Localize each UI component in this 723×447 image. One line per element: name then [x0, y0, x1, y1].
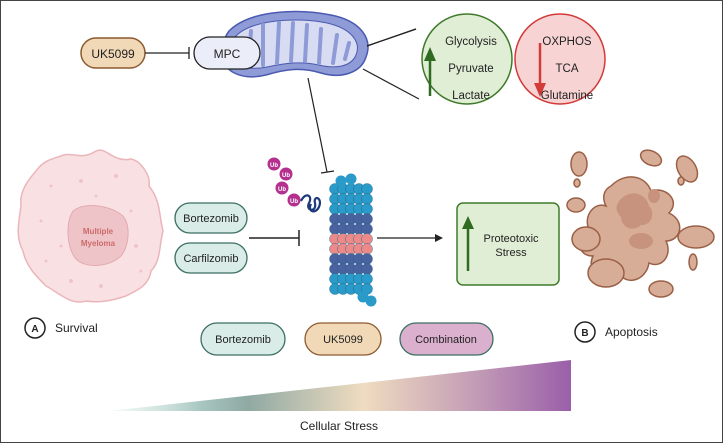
svg-text:Ub: Ub: [282, 173, 290, 179]
mitochondrion-icon: [222, 10, 369, 78]
proteasome-cap-subunit: [365, 295, 377, 307]
proteasome-cap-subunit: [335, 175, 347, 187]
cell-label: Multiple: [83, 227, 114, 236]
down-arrow-head-icon: [534, 83, 546, 97]
proteasome-subunit: [361, 193, 373, 205]
upregulated-item: Lactate: [452, 90, 490, 102]
ubiquitin-icon: Ub: [275, 181, 289, 195]
proteasome-subunit: [361, 223, 373, 235]
stress-label: Stress: [495, 247, 527, 259]
mpc-pill: MPC: [193, 36, 261, 70]
connector-line-upper-2: [366, 28, 417, 47]
ubiquitin-icon: Ub: [287, 193, 301, 207]
proteasome-subunit: [361, 273, 373, 285]
upregulated-item: Glycolysis: [445, 36, 497, 48]
arrow-proteasome-stress: [377, 234, 443, 242]
svg-text:A: A: [31, 324, 38, 335]
proteasome-icon: [329, 173, 377, 307]
mpc-label: MPC: [214, 47, 241, 61]
ubiquitin-chain: Ub Ub Ub Ub: [267, 157, 321, 213]
svg-text:B: B: [581, 328, 588, 339]
downregulated-metabolism-circle: OXPHOS TCA Glutamine: [514, 13, 606, 105]
proteasome-subunit: [361, 243, 373, 255]
cellular-stress-label: Cellular Stress: [300, 419, 378, 433]
uk5099-label: UK5099: [91, 47, 135, 61]
treatment-pill-bortezomib: Bortezomib: [200, 322, 286, 356]
up-arrow-head-icon: [424, 47, 436, 61]
multiple-myeloma-cell-icon: Multiple Myeloma: [17, 149, 164, 303]
proteasome-subunit: [361, 253, 373, 265]
bortezomib-label: Bortezomib: [183, 213, 239, 225]
protein-substrate-icon: [300, 194, 321, 213]
up-arrow-head-icon: [462, 216, 474, 229]
badge-b: [574, 321, 596, 343]
proteasome-subunit: [361, 203, 373, 215]
svg-text:Ub: Ub: [270, 163, 278, 169]
treatment-pill-combination: Combination: [399, 322, 494, 356]
inhibition-arrow-mito-proteasome: [307, 77, 335, 174]
treatment-pill-uk5099: UK5099: [304, 322, 382, 356]
stress-label: Proteotoxic: [483, 233, 539, 245]
svg-text:UK5099: UK5099: [323, 334, 363, 346]
upregulated-item: Pyruvate: [448, 63, 493, 75]
survival-label: Survival: [55, 321, 98, 335]
cellular-stress-gradient: [109, 360, 571, 411]
proteasome-subunit: [361, 183, 373, 195]
cell-label: Myeloma: [81, 239, 116, 248]
apoptotic-cell-icon: [566, 149, 715, 298]
proteotoxic-stress-box: Proteotoxic Stress: [456, 202, 560, 286]
svg-text:Combination: Combination: [415, 334, 477, 346]
svg-text:Ub: Ub: [278, 187, 286, 193]
inhibition-arrow-uk5099-mpc: [145, 47, 190, 59]
apoptosis-label: Apoptosis: [605, 325, 658, 339]
badge-a: [24, 317, 46, 339]
bortezomib-pill: Bortezomib: [174, 202, 248, 234]
proteasome-cap-subunit: [345, 173, 357, 185]
state-a-survival: A Survival: [24, 317, 98, 339]
inhibition-arrow-drugs-proteasome: [249, 230, 300, 246]
proteasome-subunit: [361, 213, 373, 225]
svg-text:Bortezomib: Bortezomib: [215, 334, 271, 346]
downregulated-item: Glutamine: [541, 90, 593, 102]
svg-text:Ub: Ub: [290, 199, 298, 205]
uk5099-pill-top: UK5099: [80, 37, 146, 69]
ubiquitin-icon: Ub: [267, 157, 281, 171]
carfilzomib-label: Carfilzomib: [183, 253, 238, 265]
proteasome-subunit: [361, 263, 373, 275]
state-b-apoptosis: B Apoptosis: [574, 321, 658, 343]
downregulated-item: TCA: [556, 63, 579, 75]
carfilzomib-pill: Carfilzomib: [174, 242, 248, 274]
connector-line-lower: [362, 68, 420, 100]
upregulated-metabolism-circle: Glycolysis Pyruvate Lactate: [421, 13, 513, 105]
downregulated-item: OXPHOS: [542, 36, 592, 48]
proteasome-subunit: [361, 233, 373, 245]
ubiquitin-icon: Ub: [279, 167, 293, 181]
